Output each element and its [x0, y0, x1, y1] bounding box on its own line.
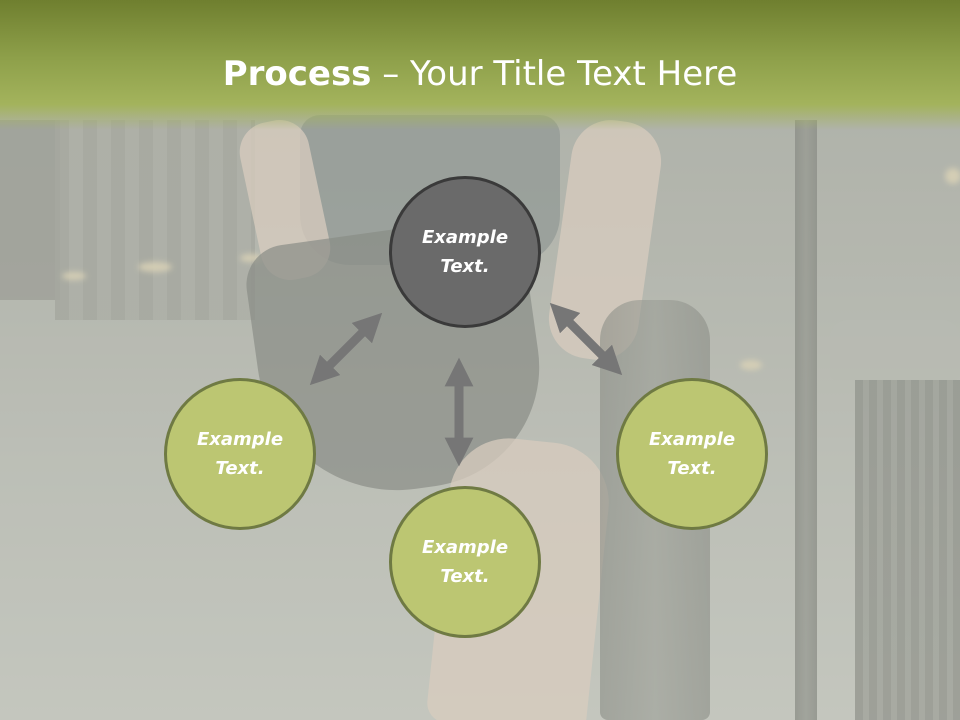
header-band	[0, 0, 960, 130]
title-bold: Process	[222, 54, 372, 94]
arrow-top-right	[549, 302, 623, 376]
slide-title: Process – Your Title Text Here	[0, 52, 960, 96]
title-rest: – Your Title Text Here	[371, 54, 738, 94]
arrow-top-left	[309, 312, 383, 386]
